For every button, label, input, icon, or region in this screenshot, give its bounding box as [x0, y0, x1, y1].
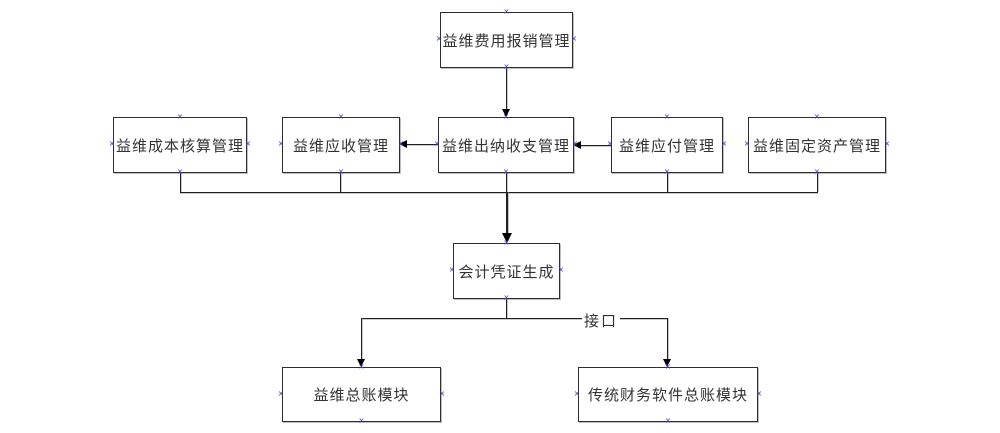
node-receivables-label: 益维应收管理 [292, 138, 389, 155]
selection-handle-icon[interactable]: × [503, 293, 510, 304]
selection-handle-icon[interactable]: × [665, 362, 671, 373]
arrowhead-expense-to-cashier [502, 109, 510, 117]
selection-handle-icon[interactable]: × [721, 139, 727, 150]
node-expense-label: 益维费用报销管理 [442, 33, 571, 50]
selection-handle-icon[interactable]: × [503, 62, 510, 73]
connector-bus-to-voucher [506, 192, 508, 234]
selection-handle-icon[interactable]: × [503, 7, 510, 18]
node-payables[interactable]: 益维应付管理 × × × × [607, 112, 727, 178]
connector-to-traditional-ledger [667, 318, 668, 359]
connector-cashier-to-receivables [406, 144, 438, 145]
node-cost-accounting[interactable]: 益维成本核算管理 × × × × [109, 112, 251, 178]
selection-handle-icon[interactable]: × [278, 139, 284, 150]
selection-handle-icon[interactable]: × [503, 238, 510, 249]
selection-handle-icon[interactable]: × [358, 362, 365, 373]
selection-handle-icon[interactable]: × [664, 167, 670, 178]
selection-handle-icon[interactable]: × [439, 388, 445, 400]
connector-stub-receivables [340, 173, 341, 192]
node-cashier-label: 益维出纳收支管理 [441, 138, 570, 155]
selection-handle-icon[interactable]: × [664, 112, 670, 123]
selection-handle-icon[interactable]: × [814, 167, 820, 178]
node-receivables[interactable]: 益维应收管理 × × × × [278, 112, 404, 178]
connector-stub-cashier [506, 173, 507, 192]
edge-label-interface: 接口 [582, 310, 621, 331]
node-traditional-ledger[interactable]: 传统财务软件总账模块 × × × × [574, 362, 762, 427]
selection-handle-icon[interactable]: × [571, 34, 577, 45]
connector-interface-line [361, 318, 667, 319]
connector-stub-fixed-assets [817, 173, 818, 192]
arrowhead-to-yiwei-ledger [357, 359, 365, 367]
selection-handle-icon[interactable]: × [358, 416, 365, 427]
arrowhead-cashier-to-receivables [399, 140, 407, 148]
selection-handle-icon[interactable]: × [884, 139, 890, 150]
selection-handle-icon[interactable]: × [436, 34, 442, 45]
selection-handle-icon[interactable]: × [503, 112, 509, 123]
node-payables-label: 益维应付管理 [618, 138, 715, 155]
connector-to-yiwei-ledger [361, 318, 362, 360]
selection-handle-icon[interactable]: × [449, 265, 455, 276]
node-cashier[interactable]: 益维出纳收支管理 × × × × [434, 112, 578, 178]
connector-voucher-stub [506, 298, 507, 318]
selection-handle-icon[interactable]: × [574, 388, 580, 400]
selection-handle-icon[interactable]: × [503, 167, 509, 178]
selection-handle-icon[interactable]: × [338, 167, 344, 178]
selection-handle-icon[interactable]: × [434, 139, 440, 150]
selection-handle-icon[interactable]: × [572, 139, 578, 150]
connector-bus-line [180, 192, 818, 193]
node-cost-accounting-label: 益维成本核算管理 [115, 138, 244, 155]
arrowhead-payables-to-cashier [573, 141, 581, 149]
connector-payables-to-cashier [580, 145, 611, 146]
node-voucher-label: 会计凭证生成 [458, 264, 555, 281]
node-yiwei-ledger-label: 益维总账模块 [313, 388, 410, 404]
selection-handle-icon[interactable]: × [109, 139, 115, 150]
selection-handle-icon[interactable]: × [558, 265, 564, 276]
arrowhead-to-traditional-ledger [663, 359, 671, 367]
selection-handle-icon[interactable]: × [814, 112, 820, 123]
node-expense[interactable]: 益维费用报销管理 × × × × [436, 7, 577, 73]
selection-handle-icon[interactable]: × [278, 388, 284, 400]
node-traditional-ledger-label: 传统财务软件总账模块 [587, 388, 748, 404]
node-yiwei-ledger[interactable]: 益维总账模块 × × × × [278, 362, 445, 427]
selection-handle-icon[interactable]: × [744, 139, 750, 150]
selection-handle-icon[interactable]: × [607, 139, 613, 150]
connector-stub-cost-accounting [180, 172, 181, 192]
selection-handle-icon[interactable]: × [665, 416, 671, 427]
node-fixed-assets-label: 益维固定资产管理 [752, 138, 881, 155]
connector-stub-payables [667, 173, 668, 192]
node-fixed-assets[interactable]: 益维固定资产管理 × × × × [744, 112, 890, 178]
selection-handle-icon[interactable]: × [245, 139, 251, 150]
selection-handle-icon[interactable]: × [756, 388, 762, 400]
selection-handle-icon[interactable]: × [338, 112, 344, 123]
node-voucher[interactable]: 会计凭证生成 × × × × [449, 238, 564, 304]
selection-handle-icon[interactable]: × [177, 112, 183, 123]
selection-handle-icon[interactable]: × [177, 167, 183, 178]
connector-expense-to-cashier [506, 68, 507, 111]
arrowhead-bus-to-voucher [502, 233, 512, 243]
selection-handle-icon[interactable]: × [398, 139, 404, 150]
